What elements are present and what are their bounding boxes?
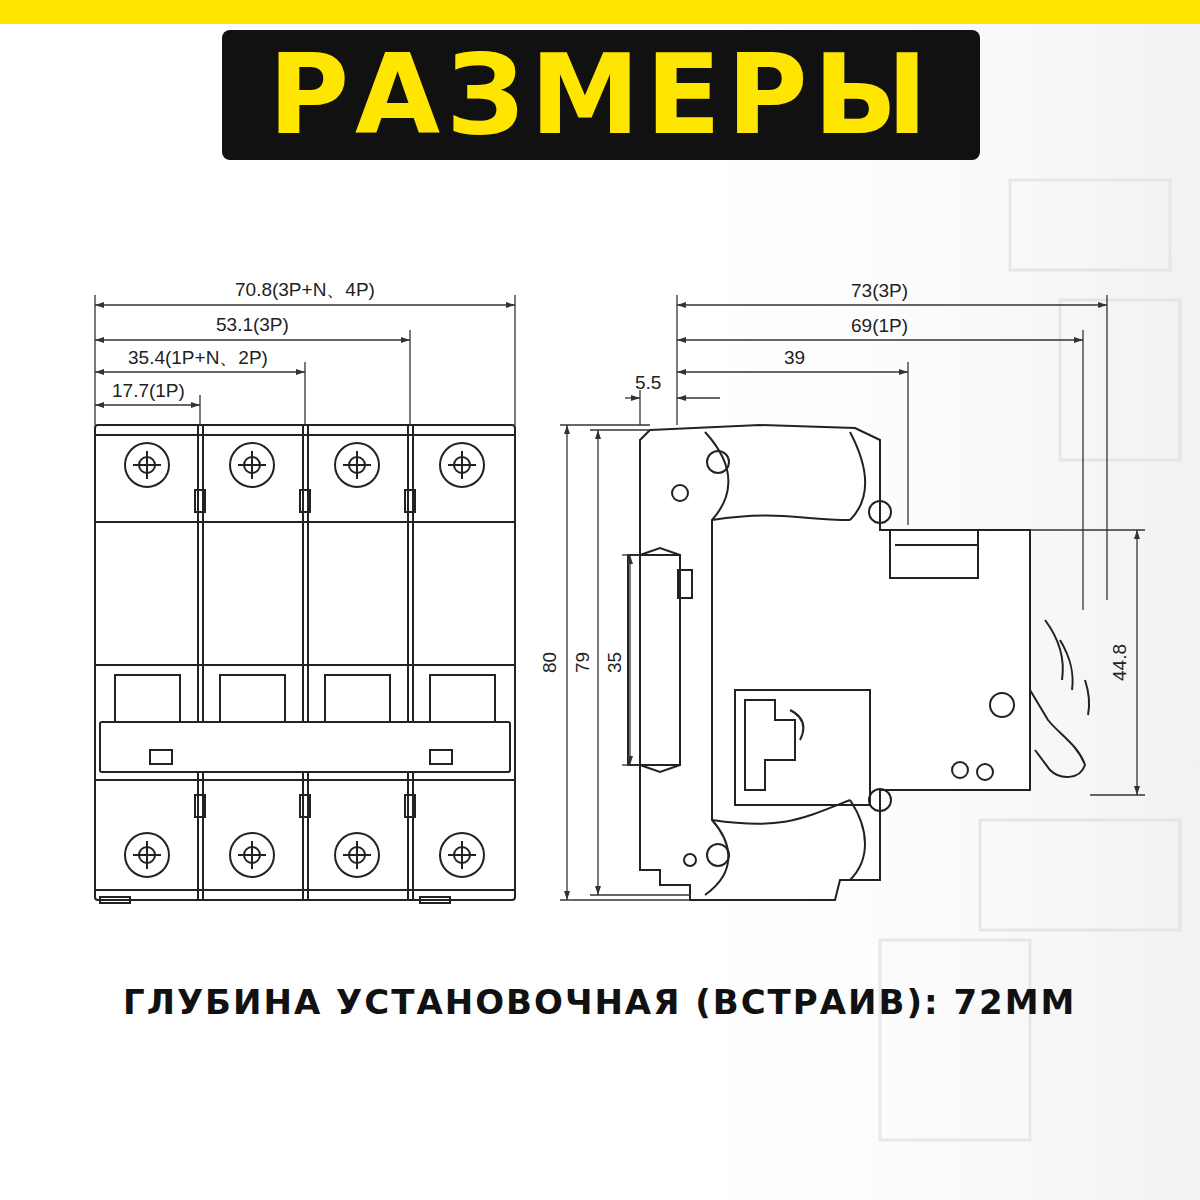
dimension-label: 17.7(1P)	[112, 381, 185, 400]
dimension-label: 70.8(3P+N、4P)	[235, 280, 375, 299]
dimension-label: 80	[540, 652, 559, 673]
dimension-label: 35.4(1P+N、2P)	[128, 348, 268, 367]
dimension-label: 39	[784, 348, 805, 367]
dimension-label: 5.5	[635, 373, 661, 392]
dimension-label: 69(1P)	[851, 316, 908, 335]
dimension-label: 44.8	[1110, 644, 1129, 681]
dimension-label: 79	[573, 652, 592, 673]
dimension-label: 53.1(3P)	[216, 315, 289, 334]
title: РАЗМЕРЫ	[268, 40, 933, 150]
dimension-label: 73(3P)	[851, 281, 908, 300]
title-banner: РАЗМЕРЫ	[222, 30, 980, 160]
dimension-label: 35	[605, 652, 624, 673]
caption: ГЛУБИНА УСТАНОВОЧНАЯ (ВСТРАИВ): 72ММ	[123, 984, 1076, 1021]
